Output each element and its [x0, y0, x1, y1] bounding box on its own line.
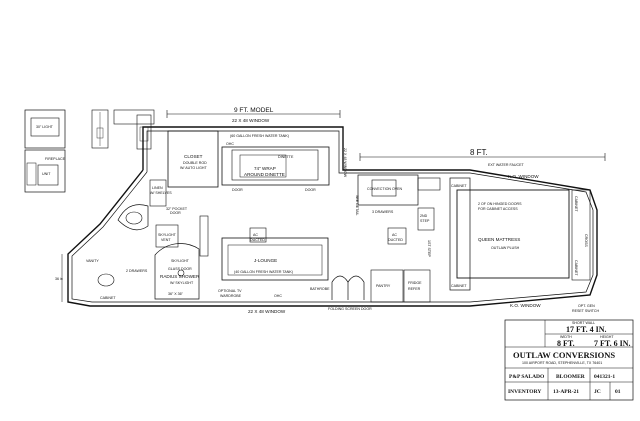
dinette: (60 GALLON FRESH WATER TANK) OHC DINETTE…	[221, 134, 330, 192]
linen-label2: W/ SHELVES	[150, 191, 172, 195]
j-lounge-label: J-LOUNGE	[254, 258, 277, 263]
company-address: 100 AIRPORT ROAD, STEPHENVILLE, TX 76401	[522, 361, 602, 365]
bath-area: LINEN W/ SHELVES 32" POCKET DOOR SKYLIGH…	[55, 179, 209, 302]
width-value: 8 FT.	[557, 339, 575, 348]
dinette-label2: AROUND DINETTE	[244, 172, 285, 177]
ac-right2: DUCTED	[388, 238, 403, 242]
sheet-number: 01	[615, 389, 621, 395]
folding-door-label: FOLDING SCREEN DOOR	[328, 307, 372, 311]
refer-label: REFER	[408, 287, 421, 291]
pocket-door: 32" POCKET	[166, 207, 188, 211]
ac-left: AC	[253, 233, 258, 237]
closet: CLOSET DOUBLE ROD W/ AUTO LIGHT	[167, 130, 219, 188]
closet-sub1: DOUBLE ROD	[183, 161, 207, 165]
pantry-label: PANTRY	[376, 284, 391, 288]
convection-label: CONVECTION OVEN	[367, 187, 403, 191]
gooseneck-bedroom: CABINET CABINET QUEEN MATTRESS OUTLAW PL…	[449, 163, 599, 313]
opt-tv-label: OPTIONAL TV	[218, 289, 242, 293]
closet-sub2: W/ AUTO LIGHT	[180, 166, 207, 170]
ac-right: AC	[392, 233, 397, 237]
skylight-label: SKYLIGHT	[171, 259, 190, 263]
ko-top-label: K.O. WINDOW	[508, 174, 539, 179]
shower-size: 36" X 36"	[168, 292, 184, 296]
bathrobe-label: BATHROBE	[310, 287, 330, 291]
gen-label: OPT. GEN	[578, 304, 595, 308]
ac-left2: DUCTED	[250, 238, 265, 242]
cabinet-gn3: CABINET	[574, 196, 578, 212]
j-lounge: AC DUCTED J-LOUNGE (40 GALLON FRESH WATE…	[218, 227, 330, 314]
cabinet-gn2: CABINET	[451, 284, 467, 288]
see-detail-label: SEE DETAIL	[355, 195, 359, 216]
bottom-window-label: 22 X 48 WINDOW	[248, 309, 286, 314]
model-dimension-label: 9 FT. MODEL	[234, 107, 274, 114]
step1-label: 2ND	[420, 214, 428, 218]
water-faucet-label: EXT WATER FAUCET	[488, 163, 524, 167]
customer-name: P&P SALADO	[509, 374, 545, 380]
fridge-label: FRIDGE	[408, 281, 422, 285]
detail-unit-label: UNIT	[42, 172, 51, 176]
fresh-water-top: (60 GALLON FRESH WATER TANK)	[230, 134, 289, 138]
drawers2-label: 2 DRAWERS	[126, 269, 148, 273]
date: 13-APR-21	[553, 389, 579, 395]
height-value: 7 FT. 6 IN.	[594, 339, 631, 348]
short-wall-value: 17 FT. 4 IN.	[566, 325, 607, 334]
detail-box-label: 30" LIGHT	[36, 125, 54, 129]
hinge-doors: 2 OF ON HINGED DOORS	[478, 202, 522, 206]
cabinet-gn1: CABINET	[451, 184, 467, 188]
ko-bottom-label: K.O. WINDOW	[510, 303, 541, 308]
vertical-window-label: 22 X 48 WINDOW	[343, 148, 347, 178]
drawers3-label: 3 DRAWERS	[372, 210, 394, 214]
skylight-vent2: VENT	[161, 238, 171, 242]
gen-label2: RESET SWITCH	[572, 309, 599, 313]
top-window-label: 22 X 48 WINDOW	[232, 118, 270, 123]
pocket-door2: DOOR	[170, 211, 181, 215]
queen-label: QUEEN MATTRESS	[478, 237, 520, 242]
cabinet-left: CABINET	[100, 296, 116, 300]
ohc-bottom: OHC	[274, 294, 282, 298]
drawn-by: JC	[594, 389, 601, 395]
door-label-1: DOOR	[232, 188, 243, 192]
step-lift-label: 1ST STEP	[427, 240, 431, 258]
step2-label: STEP	[420, 219, 430, 223]
closet-label: CLOSET	[184, 154, 203, 159]
linen-label: LINEN	[152, 186, 163, 190]
vanity-label: VANITY	[86, 259, 99, 263]
trailer-name: BLOOMER	[556, 374, 586, 380]
cabinet-gn4: CABINET	[574, 260, 578, 276]
right-width-label: 8 FT.	[470, 148, 488, 157]
model-dimension: 9 FT. MODEL 22 X 48 WINDOW	[166, 107, 341, 123]
detail-fireplace-label: FIREPLACE	[45, 157, 66, 161]
wardrobe-label: WARDROBE	[220, 294, 242, 298]
ohc-top: OHC	[226, 142, 234, 146]
dinette-label: 74" WRAP	[254, 166, 276, 171]
shower1: GLASS DOOR	[168, 267, 192, 271]
right-width-dimension: 8 FT.	[359, 148, 606, 161]
trailer-outline	[67, 126, 598, 307]
job-number: 041321-1	[594, 374, 615, 380]
title-block: SHORT WALL 17 FT. 4 IN. WIDTH 8 FT. HEIG…	[504, 319, 634, 401]
customer-name-2: INVENTORY	[508, 389, 541, 395]
shower3: W/ SKYLIGHT	[170, 281, 194, 285]
shower2: RADIUS SHOWER	[160, 274, 200, 279]
door-label-2: DOOR	[305, 188, 316, 192]
detail-insets: 30" LIGHT FIREPLACE UNIT	[24, 109, 155, 193]
fresh-water-bottom: (40 GALLON FRESH WATER TANK)	[234, 270, 293, 274]
width-label: WIDTH	[560, 335, 572, 339]
company-name: OUTLAW CONVERSIONS	[513, 350, 615, 360]
left-width-label: 36 in	[55, 277, 63, 281]
kitchen: FOLDING SCREEN DOOR PANTRY FRIDGE REFER …	[328, 174, 441, 311]
height-label: HEIGHT	[600, 335, 614, 339]
skylight-vent: SKYLIGHT	[158, 233, 177, 237]
hinge-doors2: FOR CABINET ACCESS	[478, 207, 518, 211]
dinette-small: DINETTE	[278, 155, 294, 159]
cross-label: CROSS	[584, 234, 588, 247]
short-wall-label: SHORT WALL	[572, 321, 595, 325]
queen-label2: OUTLAW PLUSH	[491, 246, 520, 250]
